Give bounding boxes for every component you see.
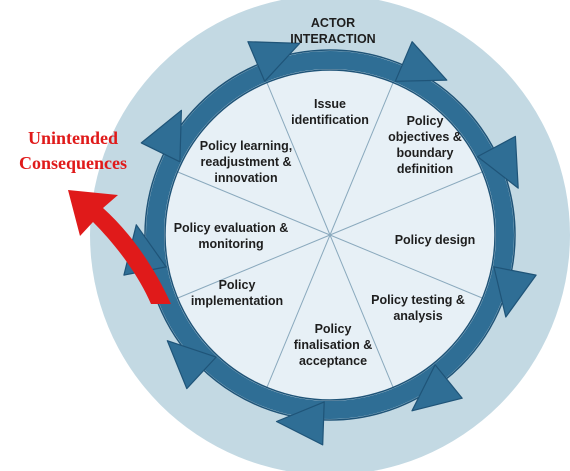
spoke-line	[266, 81, 331, 236]
cycle-arrowhead	[247, 41, 301, 82]
segment-label-policy-objectives: objectives &	[388, 130, 462, 144]
cycle-arrowhead	[394, 41, 448, 82]
ring-outer-edge	[144, 49, 516, 421]
spoke-line	[329, 171, 484, 236]
cycle-arrowhead	[411, 364, 463, 412]
segment-label-issue-identification: identification	[291, 113, 369, 127]
segment-label-policy-learning: Policy learning,	[200, 139, 292, 153]
unintended-consequences-arrow	[68, 190, 171, 304]
cycle-arrowhead	[275, 401, 325, 446]
segment-label-policy-testing: Policy testing &	[371, 293, 465, 307]
segment-label-policy-evaluation: Policy evaluation &	[174, 221, 289, 235]
spokes	[176, 81, 484, 389]
cycle-arrowhead	[140, 109, 182, 163]
segment-label-policy-objectives: Policy	[407, 114, 444, 128]
segment-label-policy-learning: readjustment &	[201, 155, 292, 169]
spoke-line	[266, 234, 331, 389]
segment-label-policy-finalisation: acceptance	[299, 354, 367, 368]
segment-label-policy-implementation: implementation	[191, 294, 283, 308]
cycle-arrowhead	[166, 340, 217, 390]
spoke-line	[176, 171, 331, 236]
header-line-1: ACTOR	[311, 16, 355, 30]
spoke-line	[329, 81, 394, 236]
segment-label-policy-finalisation: Policy	[315, 322, 352, 336]
spoke-line	[176, 234, 331, 299]
spoke-line	[329, 234, 484, 299]
cycle-arrowhead	[476, 135, 519, 189]
segment-label-policy-objectives: definition	[397, 162, 453, 176]
cycle-ring	[144, 49, 516, 421]
segment-label-policy-evaluation: monitoring	[198, 237, 263, 251]
segment-label-policy-objectives: boundary	[397, 146, 454, 160]
segment-label-policy-design: Policy design	[395, 233, 476, 247]
segment-label-issue-identification: Issue	[314, 97, 346, 111]
ring-inner-edge	[164, 69, 496, 401]
segment-label-policy-implementation: Policy	[219, 278, 256, 292]
cycle-arrowhead	[493, 266, 537, 318]
segment-label-policy-learning: innovation	[214, 171, 277, 185]
cycle-arrowheads	[123, 41, 537, 446]
ring-band	[146, 51, 514, 419]
header-line-2: INTERACTION	[290, 32, 375, 46]
spoke-line	[329, 234, 394, 389]
segment-label-policy-finalisation: finalisation &	[294, 338, 372, 352]
segment-label-policy-testing: analysis	[393, 309, 442, 323]
unintended-line-1: Unintended	[28, 128, 118, 148]
unintended-line-2: Consequences	[19, 153, 127, 173]
